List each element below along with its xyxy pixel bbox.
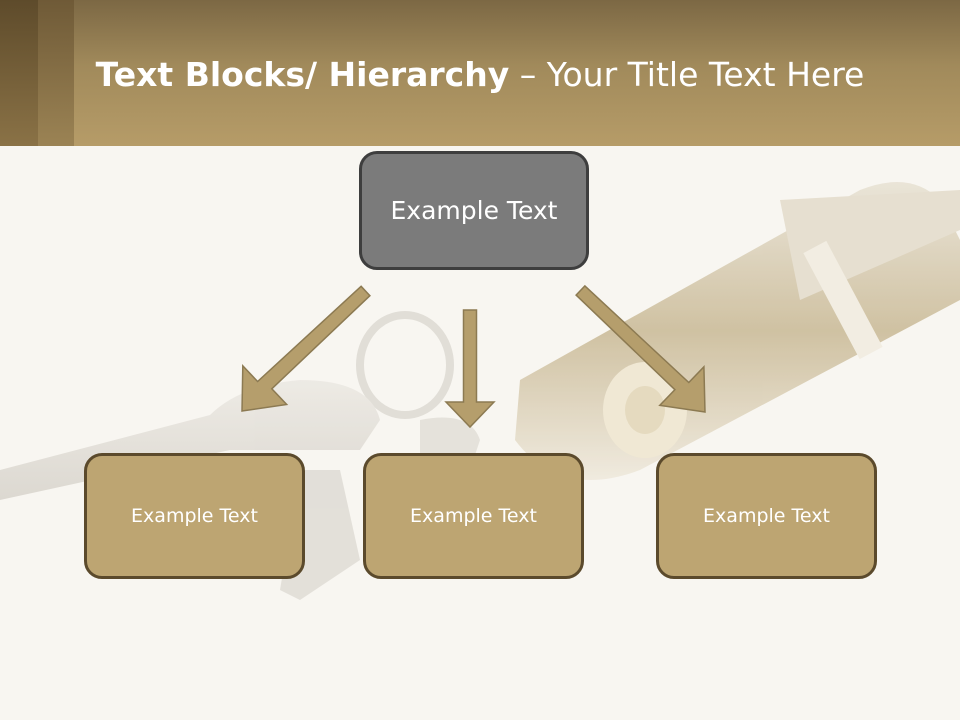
child-node-box-1: Example Text [84, 453, 305, 579]
top-node-text: Example Text [390, 196, 558, 225]
top-node-box: Example Text [359, 151, 589, 270]
lock-cylinder-shape [515, 182, 960, 480]
arrow-to-child-2 [444, 309, 496, 429]
slide-title-bold: Text Blocks/ Hierarchy [95, 55, 510, 94]
header-accent-strip [0, 0, 38, 146]
child-node-text-1: Example Text [131, 505, 258, 527]
child-node-box-3: Example Text [656, 453, 877, 579]
slide-title: Text Blocks/ Hierarchy – Your Title Text… [0, 52, 960, 98]
title-bar: Text Blocks/ Hierarchy – Your Title Text… [0, 0, 960, 146]
slide-title-rest: – Your Title Text Here [509, 55, 865, 94]
child-node-text-3: Example Text [703, 505, 830, 527]
arrow-to-child-1 [241, 285, 371, 412]
header-accent-strip [38, 0, 74, 146]
child-node-box-2: Example Text [363, 453, 584, 579]
arrow-to-child-3 [575, 284, 706, 413]
child-node-text-2: Example Text [410, 505, 537, 527]
